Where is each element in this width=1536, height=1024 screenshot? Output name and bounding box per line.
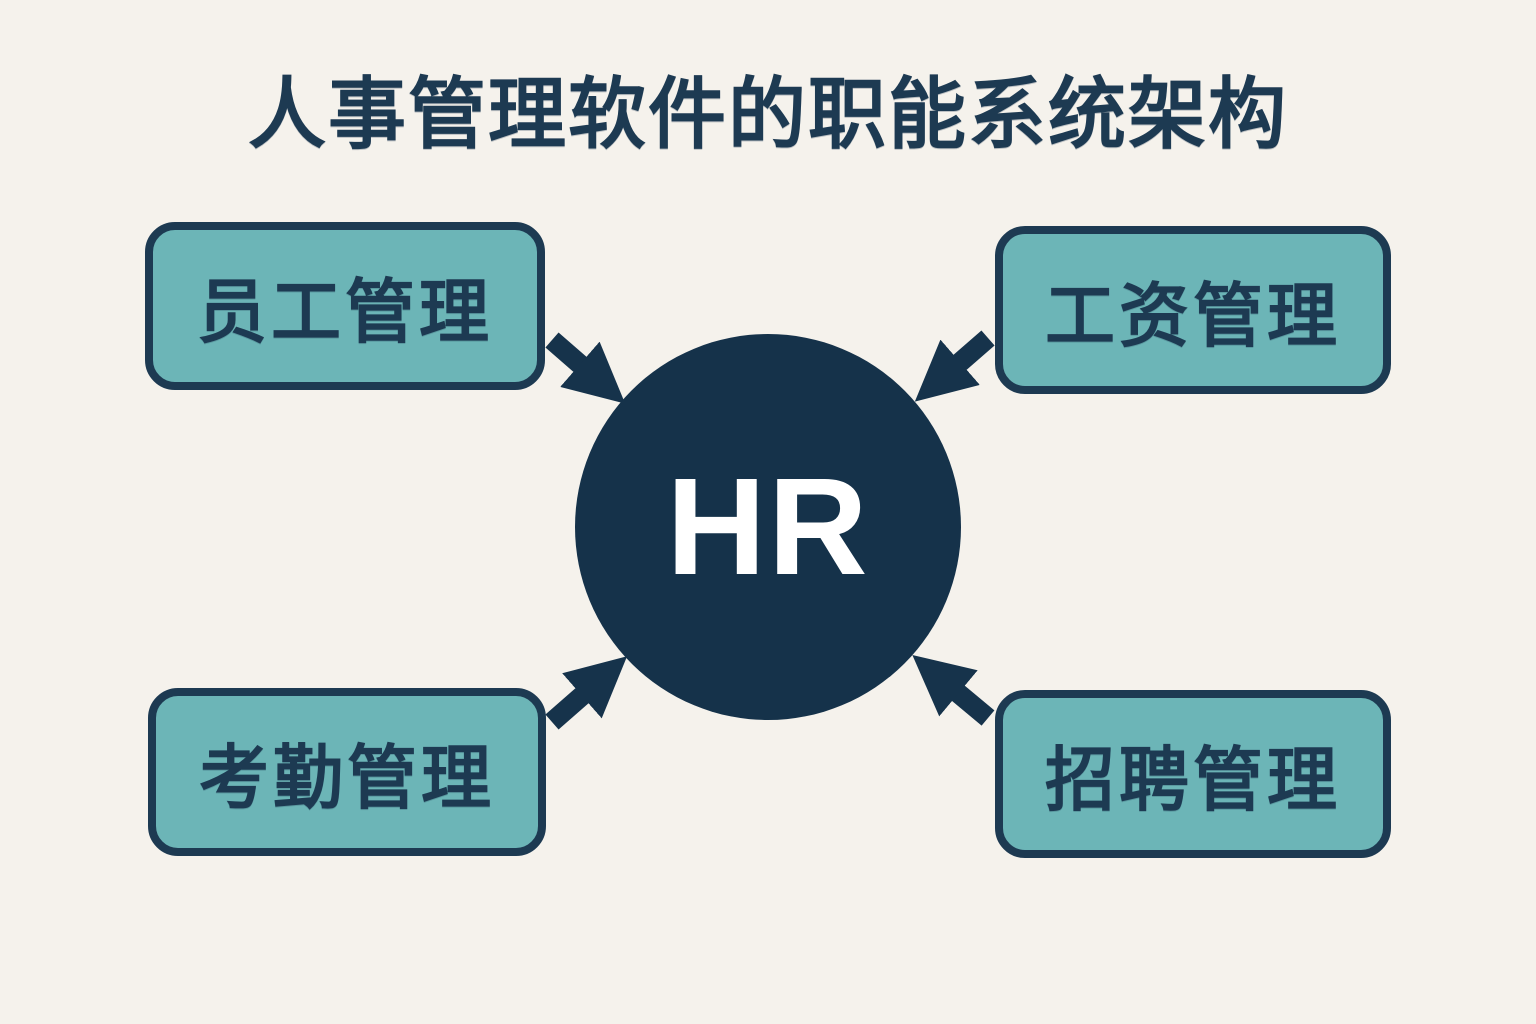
node-recruitment-management-label: 招聘管理 [1045, 740, 1341, 819]
diagram-title: 人事管理软件的职能系统架构 [247, 70, 1288, 158]
arrow-employee-to-hr [545, 332, 626, 404]
node-attendance-management: 考勤管理 [148, 688, 546, 856]
hr-center-label: HR [666, 449, 870, 604]
arrow-attendance-to-hr [545, 656, 628, 730]
node-salary-management-label: 工资管理 [1045, 276, 1341, 355]
node-employee-management-label: 员工管理 [197, 272, 493, 351]
node-salary-management: 工资管理 [995, 226, 1391, 394]
node-employee-management: 员工管理 [145, 222, 545, 390]
node-attendance-management-label: 考勤管理 [199, 738, 495, 817]
arrow-salary-to-hr [914, 330, 995, 402]
node-recruitment-management: 招聘管理 [995, 690, 1391, 858]
arrow-recruitment-to-hr [912, 654, 995, 726]
hr-center-node: HR [575, 334, 961, 720]
